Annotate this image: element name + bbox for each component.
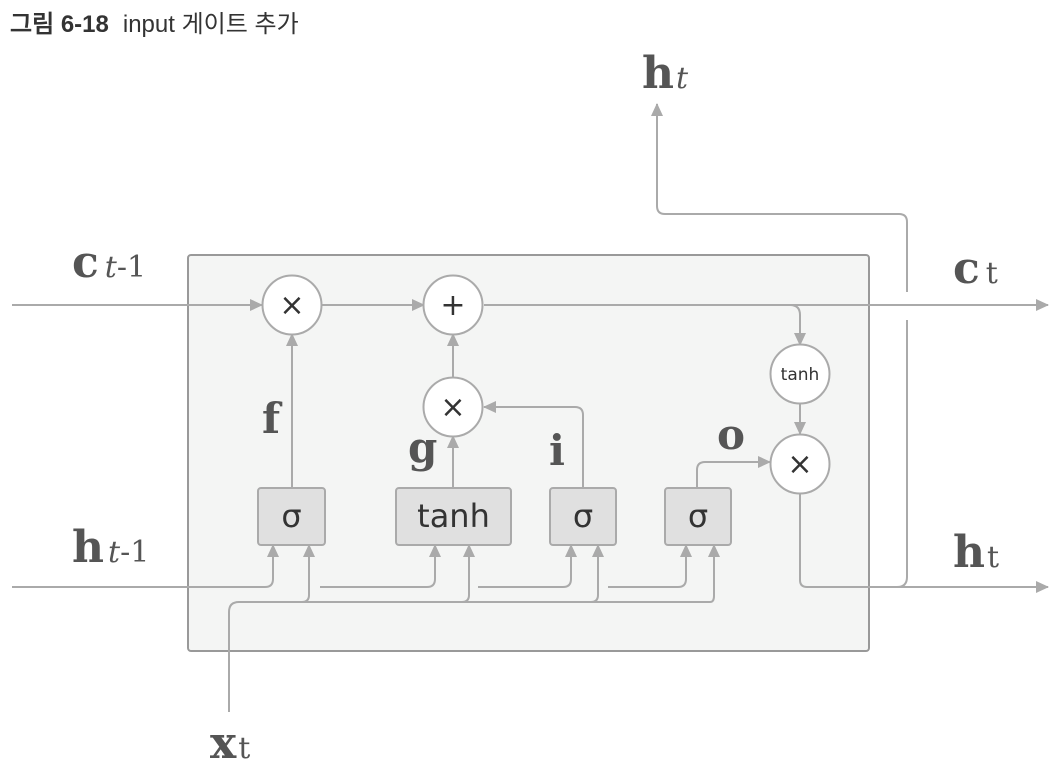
wire-i-to-mul — [483, 401, 584, 488]
wire-h-tap-i — [562, 544, 577, 588]
lstm-cell-box — [187, 254, 870, 652]
add-cell-symbol: + — [440, 288, 465, 323]
gate-label-o: o — [717, 410, 745, 459]
wire-h-tap-f — [264, 544, 279, 588]
label-h-next: ht — [953, 527, 999, 578]
wire-h-tap-o — [677, 544, 692, 588]
sigma-i-label: σ — [573, 497, 593, 535]
add-node-cell: + — [422, 274, 484, 336]
figure-number: 그림 6-18 — [10, 11, 109, 38]
gate-label-i: i — [549, 426, 565, 475]
wire-h-tap-g — [426, 544, 441, 588]
tanh-block-g: tanh — [395, 487, 512, 546]
gate-label-f: f — [262, 394, 283, 443]
figure-title: input 게이트 추가 — [122, 11, 299, 38]
wire-x-in — [228, 544, 720, 712]
sigma-block-i: σ — [549, 487, 617, 546]
label-h-top: ht — [642, 48, 689, 99]
mul-node-forget: × — [261, 274, 323, 336]
sigma-block-o: σ — [664, 487, 732, 546]
tanh-cell-label: tanh — [781, 365, 820, 385]
wire-c-to-tanh — [789, 304, 806, 346]
sigma-block-f: σ — [257, 487, 326, 546]
sigma-o-label: σ — [688, 497, 708, 535]
sigma-f-label: σ — [281, 497, 301, 535]
mul-node-input: × — [422, 376, 484, 438]
wire-h-up — [896, 320, 908, 588]
wire-h-up-top — [651, 103, 908, 292]
wire-h-out — [799, 494, 1049, 593]
mul-output-symbol: × — [787, 447, 812, 482]
gate-label-g: g — [408, 423, 437, 472]
wire-o-to-mul — [696, 456, 771, 488]
mul-input-symbol: × — [440, 390, 465, 425]
label-x-in: xt — [210, 718, 250, 769]
tanh-node-cell: tanh — [769, 343, 831, 405]
wire-x-tap-f — [301, 544, 315, 603]
mul-forget-symbol: × — [279, 288, 304, 323]
figure-caption: 그림 6-18 input 게이트 추가 — [10, 4, 299, 39]
wire-x-tap-i — [590, 544, 604, 603]
wire-x-tap-g — [461, 544, 475, 603]
tanh-g-label: tanh — [417, 497, 490, 535]
mul-node-output: × — [769, 433, 831, 495]
